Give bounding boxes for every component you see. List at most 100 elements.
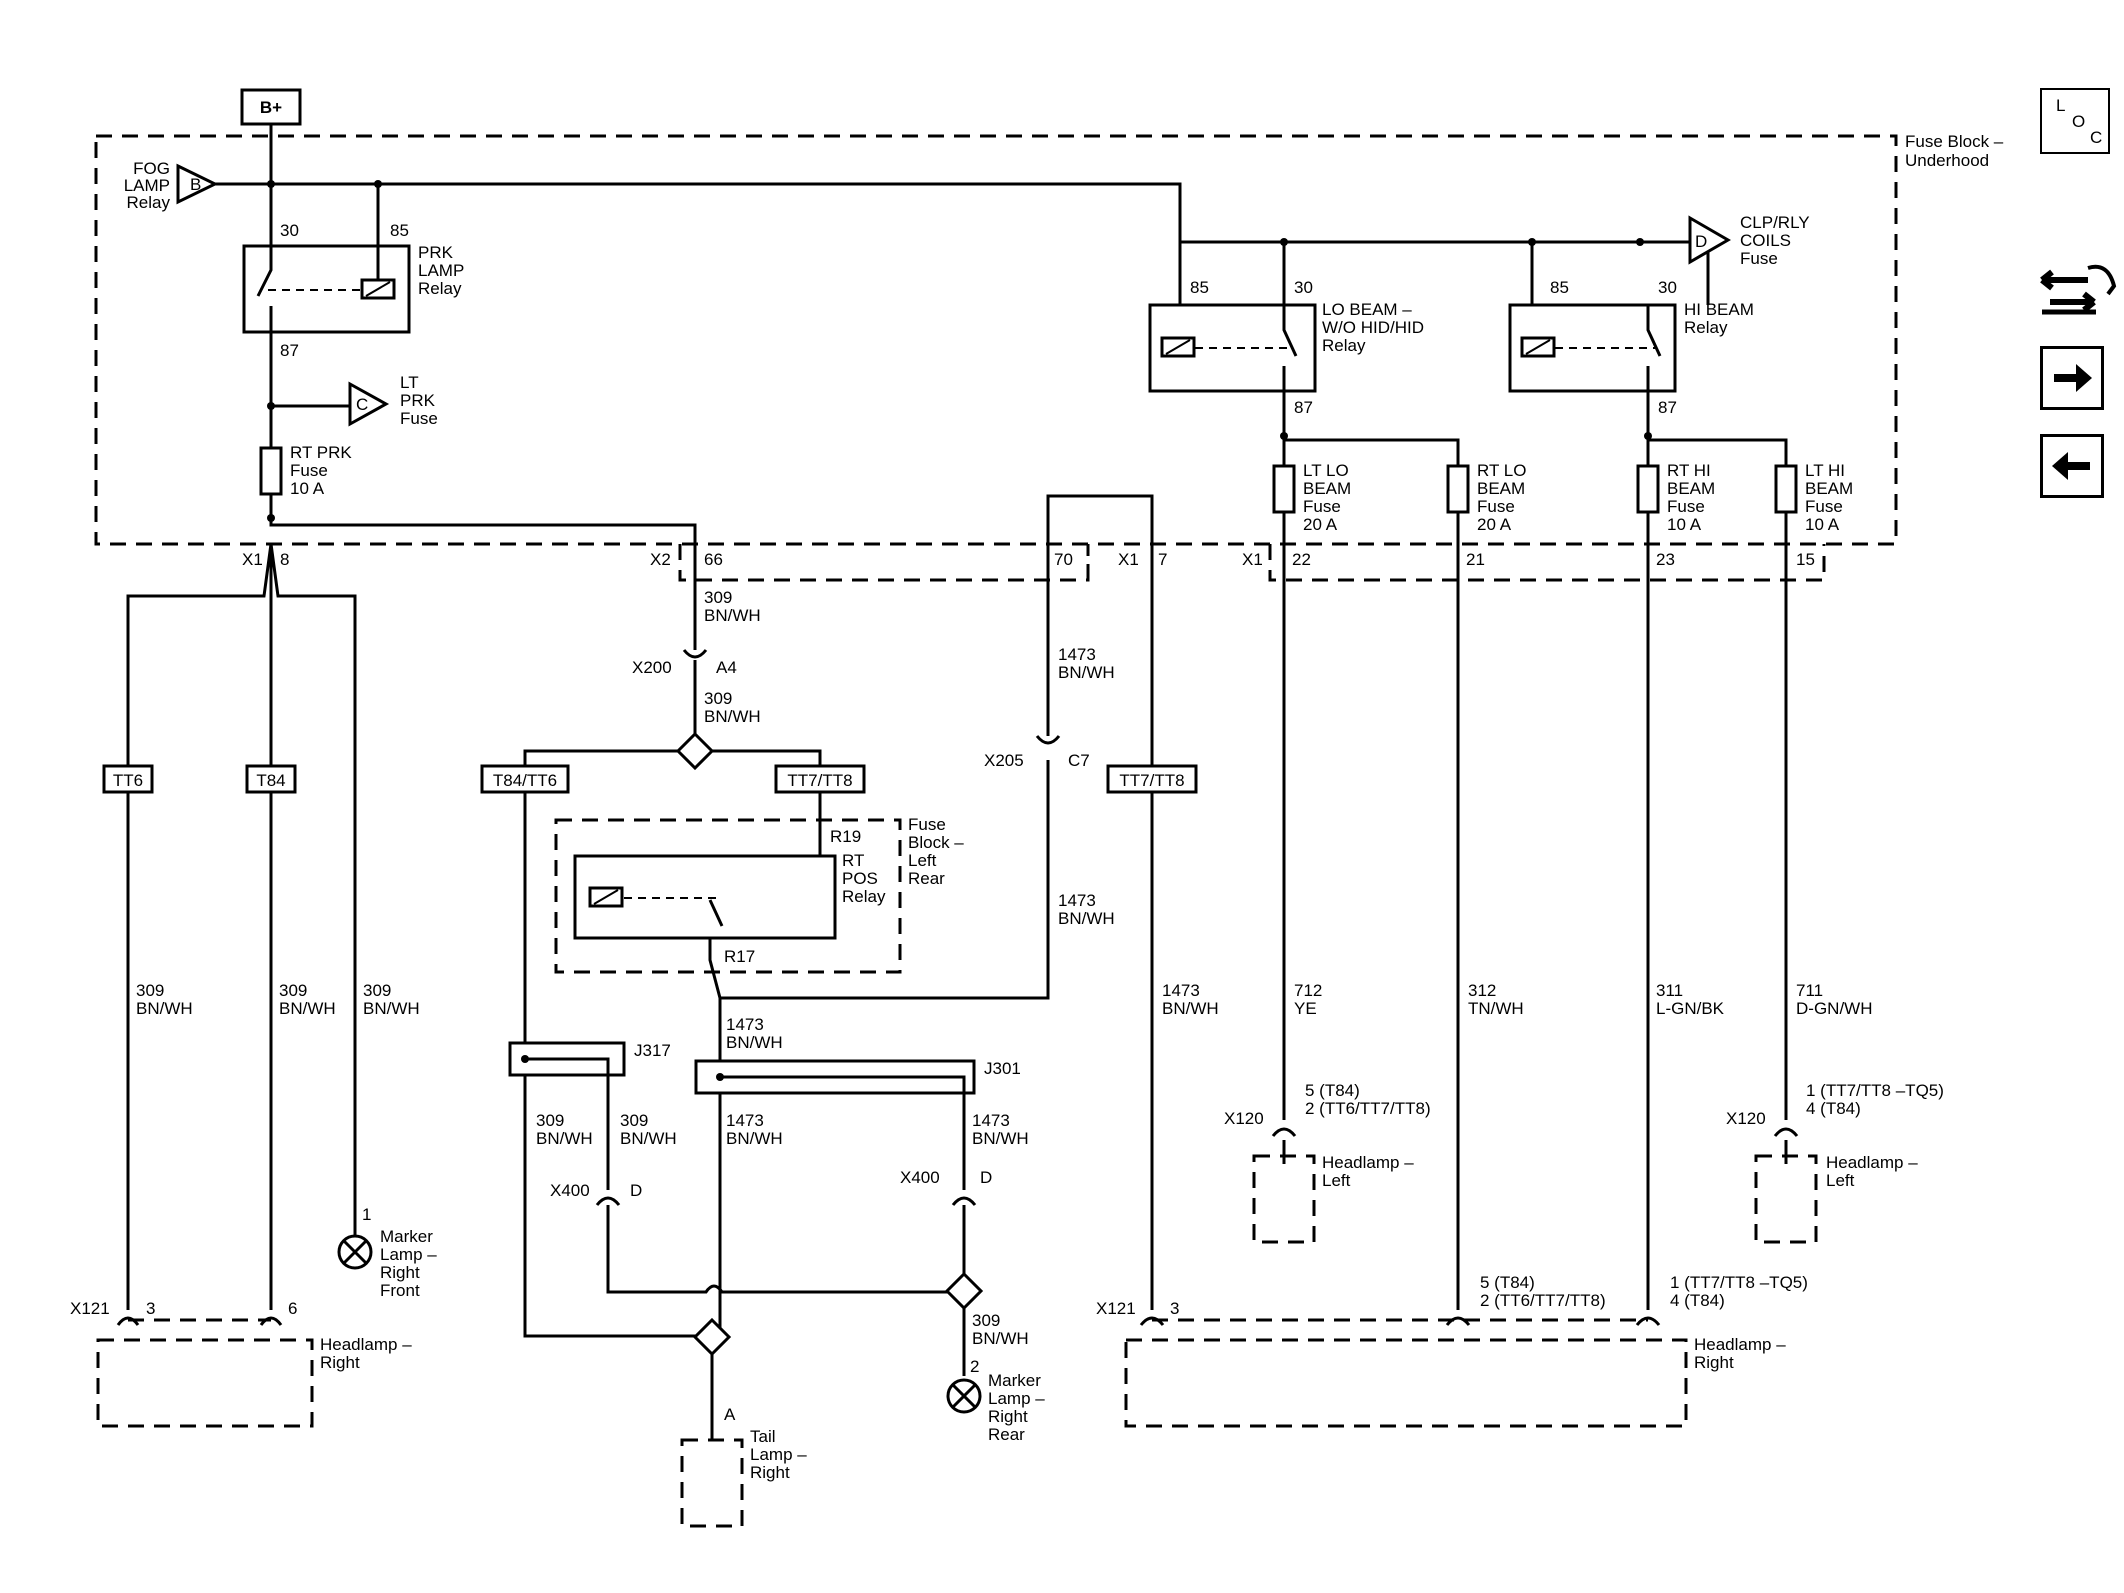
svg-text:LT: LT <box>400 373 419 392</box>
svg-text:BN/WH: BN/WH <box>972 1129 1029 1148</box>
svg-text:Relay: Relay <box>127 193 171 212</box>
svg-text:Fuse: Fuse <box>908 815 946 834</box>
svg-text:7: 7 <box>1158 550 1167 569</box>
svg-text:COILS: COILS <box>1740 231 1791 250</box>
svg-text:X121: X121 <box>1096 1299 1136 1318</box>
svg-text:RT: RT <box>842 851 864 870</box>
svg-text:Left: Left <box>1826 1171 1855 1190</box>
svg-text:Marker: Marker <box>988 1371 1041 1390</box>
svg-text:TT6: TT6 <box>113 771 143 790</box>
svg-text:711: 711 <box>1796 981 1823 1000</box>
svg-text:Lamp –: Lamp – <box>380 1245 437 1264</box>
svg-text:Right: Right <box>380 1263 420 1282</box>
svg-text:R19: R19 <box>830 827 861 846</box>
svg-text:312: 312 <box>1468 981 1496 1000</box>
svg-text:85: 85 <box>1550 278 1569 297</box>
svg-text:Right: Right <box>320 1353 360 1372</box>
svg-text:B+: B+ <box>260 98 282 117</box>
svg-text:309: 309 <box>620 1111 648 1130</box>
svg-text:23: 23 <box>1656 550 1675 569</box>
svg-text:D: D <box>1695 232 1707 251</box>
svg-text:30: 30 <box>1294 278 1313 297</box>
svg-text:Right: Right <box>750 1463 790 1482</box>
svg-text:BN/WH: BN/WH <box>620 1129 677 1148</box>
j317-splice: J317 <box>508 1041 671 1077</box>
option-tag-t84: T84 <box>245 764 297 794</box>
loc-letter-o: O <box>2072 112 2086 131</box>
location-button[interactable]: L O C <box>2040 88 2110 154</box>
svg-text:2 (TT6/TT7/TT8): 2 (TT6/TT7/TT8) <box>1480 1291 1606 1310</box>
svg-text:A: A <box>724 1405 736 1424</box>
svg-text:Lamp –: Lamp – <box>988 1389 1045 1408</box>
fuse-block-underhood-label: Fuse Block – Underhood <box>1905 132 2004 170</box>
svg-text:J301: J301 <box>984 1059 1021 1078</box>
svg-text:BEAM: BEAM <box>1477 479 1525 498</box>
loc-letter-c: C <box>2090 128 2103 147</box>
clp-rly-coils-fuse-offpage: D CLP/RLY COILS Fuse <box>1688 213 1810 268</box>
lt-hi-beam-fuse: LT HI BEAM Fuse 10 A <box>1774 461 1853 534</box>
svg-text:BN/WH: BN/WH <box>1058 663 1115 682</box>
svg-text:70: 70 <box>1054 550 1073 569</box>
svg-text:Headlamp –: Headlamp – <box>1694 1335 1786 1354</box>
svg-text:BEAM: BEAM <box>1667 479 1715 498</box>
svg-text:RT HI: RT HI <box>1667 461 1711 480</box>
svg-text:20 A: 20 A <box>1477 515 1512 534</box>
svg-text:2 (TT6/TT7/TT8): 2 (TT6/TT7/TT8) <box>1305 1099 1431 1118</box>
fuse-block-left-rear-label: Fuse Block – Left Rear <box>908 815 964 888</box>
svg-text:Lamp –: Lamp – <box>750 1445 807 1464</box>
svg-text:10 A: 10 A <box>1805 515 1840 534</box>
svg-text:YE: YE <box>1294 999 1317 1018</box>
svg-text:BN/WH: BN/WH <box>536 1129 593 1148</box>
rt-hi-beam-fuse: RT HI BEAM Fuse 10 A <box>1636 461 1715 534</box>
svg-text:BN/WH: BN/WH <box>704 606 761 625</box>
svg-text:BN/WH: BN/WH <box>1058 909 1115 928</box>
j301-splice: J301 <box>694 1059 1021 1190</box>
svg-text:Fuse: Fuse <box>1477 497 1515 516</box>
svg-text:Tail: Tail <box>750 1427 776 1446</box>
svg-text:66: 66 <box>704 550 723 569</box>
svg-text:Underhood: Underhood <box>1905 151 1989 170</box>
option-tag-tt7-tt8-b: TT7/TT8 <box>1106 764 1198 794</box>
svg-text:Fuse Block –: Fuse Block – <box>1905 132 2004 151</box>
svg-text:POS: POS <box>842 869 878 888</box>
svg-text:X121: X121 <box>70 1299 110 1318</box>
svg-text:BEAM: BEAM <box>1805 479 1853 498</box>
svg-text:CLP/RLY: CLP/RLY <box>1740 213 1810 232</box>
svg-text:BN/WH: BN/WH <box>136 999 193 1018</box>
svg-text:4 (T84): 4 (T84) <box>1806 1099 1861 1118</box>
svg-text:LO BEAM –: LO BEAM – <box>1322 300 1412 319</box>
svg-text:309: 309 <box>536 1111 564 1130</box>
svg-text:6: 6 <box>288 1299 297 1318</box>
svg-text:Relay: Relay <box>842 887 886 906</box>
svg-text:X400: X400 <box>550 1181 590 1200</box>
svg-text:T84: T84 <box>256 771 285 790</box>
next-page-button[interactable] <box>2040 346 2104 410</box>
fog-lamp-relay-offpage: B FOG LAMP Relay <box>124 159 219 212</box>
connector-labels: X1 8 X2 66 70 X1 7 X1 22 21 23 15 <box>242 550 1815 569</box>
rt-prk-fuse: RT PRK Fuse 10 A <box>259 443 352 498</box>
svg-text:LAMP: LAMP <box>418 261 464 280</box>
rt-pos-relay: R19 RT POS Relay R17 <box>573 792 886 966</box>
fuse-block-underhood-outline <box>94 134 1898 546</box>
option-tag-tt7-tt8-a: TT7/TT8 <box>774 764 866 794</box>
controls-icon[interactable] <box>2036 258 2118 332</box>
svg-text:Fuse: Fuse <box>400 409 438 428</box>
svg-text:BN/WH: BN/WH <box>726 1129 783 1148</box>
svg-text:Left: Left <box>908 851 937 870</box>
svg-text:J317: J317 <box>634 1041 671 1060</box>
svg-text:Right: Right <box>988 1407 1028 1426</box>
previous-page-button[interactable] <box>2040 434 2104 498</box>
svg-text:R17: R17 <box>724 947 755 966</box>
svg-text:85: 85 <box>1190 278 1209 297</box>
lt-lo-beam-fuse: LT LO BEAM Fuse 20 A <box>1272 461 1351 534</box>
lo-beam-relay: 85 30 87 LO BEAM – W/O HID/HID Relay <box>1148 278 1424 417</box>
svg-text:FOG: FOG <box>133 159 170 178</box>
svg-text:10 A: 10 A <box>1667 515 1702 534</box>
svg-text:1473: 1473 <box>726 1111 764 1130</box>
svg-text:87: 87 <box>280 341 299 360</box>
